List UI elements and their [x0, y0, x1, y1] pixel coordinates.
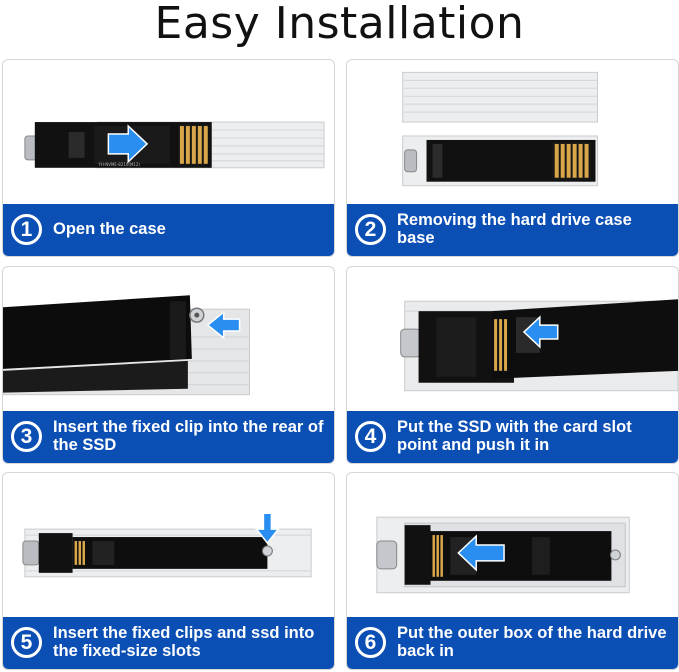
step-number-badge: 2	[355, 214, 386, 245]
arrow-down-icon	[254, 512, 280, 545]
step-number-badge: 3	[11, 421, 42, 452]
open-case-illustration: YH-NVME-8210(M12)	[24, 121, 325, 169]
step-card-1: YH-NVME-8210(M12) 1 Open the case	[2, 59, 335, 257]
step-number-badge: 4	[355, 421, 386, 452]
step-banner: 4 Put the SSD with the card slot point a…	[347, 411, 678, 463]
step-banner: 1 Open the case	[3, 204, 334, 256]
step-number-badge: 6	[355, 627, 386, 658]
insert-clip-illustration	[3, 295, 251, 396]
step-caption: Open the case	[53, 220, 166, 238]
step-card-6: 6 Put the outer box of the hard drive ba…	[346, 472, 679, 670]
step-card-3: 3 Insert the fixed clip into the rear of…	[2, 266, 335, 464]
step-caption: Put the outer box of the hard drive back…	[397, 624, 667, 660]
close-case-illustration	[376, 516, 630, 594]
step-card-5: 5 Insert the fixed clips and ssd into th…	[2, 472, 335, 670]
step-caption: Insert the fixed clip into the rear of t…	[53, 418, 324, 454]
arrow-left-icon	[522, 315, 559, 349]
arrow-left-icon	[457, 534, 505, 572]
arrow-right-icon	[107, 124, 149, 164]
page-title: Easy Installation	[154, 0, 525, 49]
step-banner: 5 Insert the fixed clips and ssd into th…	[3, 617, 334, 669]
step-caption: Insert the fixed clips and ssd into the …	[53, 624, 315, 660]
step-banner: 2 Removing the hard drive case base	[347, 204, 678, 256]
step-number-badge: 5	[11, 627, 42, 658]
step-card-4: 4 Put the SSD with the card slot point a…	[346, 266, 679, 464]
slot-ssd-illustration	[400, 299, 678, 392]
step-banner: 3 Insert the fixed clip into the rear of…	[3, 411, 334, 463]
step-banner: 6 Put the outer box of the hard drive ba…	[347, 617, 678, 669]
arrow-left-icon	[206, 310, 241, 340]
step-card-2: 2 Removing the hard drive case base	[346, 59, 679, 257]
step-number-badge: 1	[11, 214, 42, 245]
pcb-label: YH-NVME-8210(M12)	[98, 162, 140, 167]
step-caption: Removing the hard drive case base	[397, 211, 632, 247]
remove-base-illustration	[402, 71, 598, 187]
step-caption: Put the SSD with the card slot point and…	[397, 418, 632, 454]
fixed-slots-illustration	[22, 512, 312, 578]
